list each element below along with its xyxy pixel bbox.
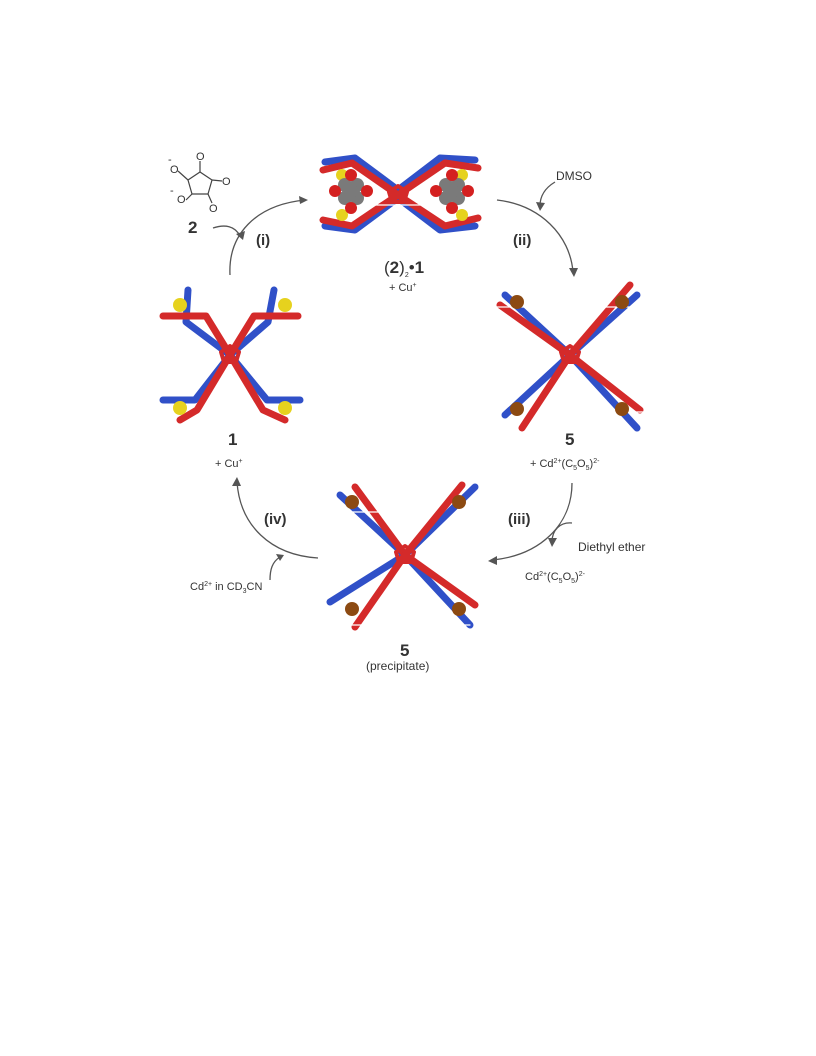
croconate-o-lower-left: O: [177, 194, 186, 206]
diethyl-ether-label: Diethyl ether: [578, 540, 645, 554]
croconate-structure: [177, 161, 223, 204]
precipitate-label: (precipitate): [366, 659, 429, 673]
guest-croconate-right: [430, 169, 474, 221]
croconate-o-upper-left: O: [170, 164, 179, 176]
compound-5-right-structure: [495, 281, 646, 432]
sulfur-atoms-1: [173, 298, 292, 415]
arrow-heads: [232, 196, 578, 565]
plus-cu-left-label: + Cu+: [215, 458, 243, 470]
arrow-i-feed: [212, 225, 241, 237]
guest-croconate-left: [329, 169, 373, 221]
croconate-charge-1: -: [168, 154, 172, 166]
compound-5-right-label: 5: [565, 430, 574, 449]
arrow-iv: [236, 481, 319, 559]
step-iii-label: (iii): [508, 511, 531, 528]
plus-cd-c5o5-label: + Cd2+(C5O5)2-: [530, 458, 600, 472]
croconate-o-bottom: O: [209, 203, 218, 215]
arrow-iii: [492, 482, 573, 561]
croconate-charge-2: -: [170, 185, 174, 197]
compound-1-label: 1: [228, 430, 237, 449]
cadmium-atoms-right: [510, 295, 629, 416]
compound-5-bottom-structure: [326, 481, 479, 631]
compound-5-bottom-label: 5: [400, 641, 409, 660]
dmso-label: DMSO: [556, 169, 592, 183]
arrow-iv-feed: [269, 556, 281, 581]
step-i-label: (i): [256, 232, 270, 249]
cd-in-cd3cn-label: Cd2+ in CD3CN: [190, 581, 262, 595]
arrow-i: [229, 199, 306, 276]
plus-cu-top-label: + Cu+: [389, 282, 417, 294]
step-iv-label: (iv): [264, 511, 287, 528]
cadmium-atoms-bottom: [345, 495, 466, 616]
complex-label: (2)2•1: [384, 258, 424, 279]
compound-1-structure: [159, 286, 304, 424]
croconate-o-right: O: [222, 176, 231, 188]
arrow-ii-feed: [539, 181, 556, 207]
compound-2-label: 2: [188, 218, 197, 237]
croconate-o-top: O: [196, 151, 205, 163]
arrow-ii: [496, 199, 574, 273]
cd-c5o5-label: Cd2+(C5O5)2-: [525, 571, 586, 585]
step-ii-label: (ii): [513, 232, 531, 249]
